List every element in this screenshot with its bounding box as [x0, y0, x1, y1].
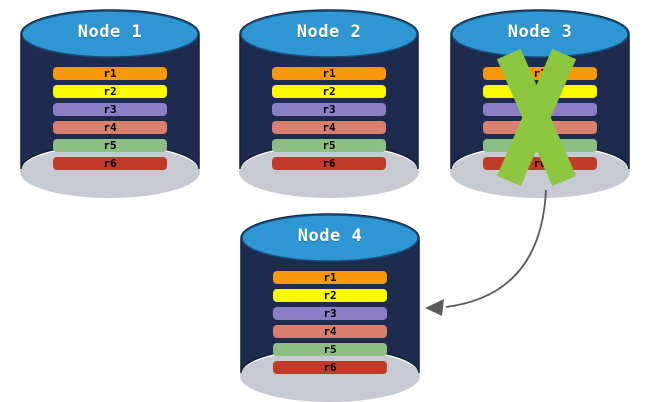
- replica-row: r1: [273, 271, 387, 284]
- replica-row: r3: [273, 307, 387, 320]
- replica-row: r6: [53, 157, 167, 170]
- replica-row: r1: [272, 67, 386, 80]
- replica-row: r3: [53, 103, 167, 116]
- node-4-cylinder: Node 4 r1 r2 r3 r4 r5 r6: [240, 210, 420, 402]
- node-label: Node 1: [77, 22, 143, 42]
- node-label: Node 2: [296, 22, 362, 42]
- node-label: Node 4: [297, 226, 363, 246]
- replica-row: r5: [272, 139, 386, 152]
- replica-row: r2: [273, 289, 387, 302]
- replica-row: r4: [272, 121, 386, 134]
- replica-row: r3: [272, 103, 386, 116]
- replica-row: r2: [272, 85, 386, 98]
- replica-row: r2: [53, 85, 167, 98]
- replica-rows: r1 r2 r3 r4 r5 r6: [20, 6, 200, 202]
- replica-row: r5: [53, 139, 167, 152]
- arrowhead-icon: [425, 299, 444, 316]
- replica-rows: r1 r2 r3 r4 r5 r6: [240, 210, 420, 402]
- replica-row: r4: [273, 325, 387, 338]
- replica-row: r5: [273, 343, 387, 356]
- replica-row: r1: [53, 67, 167, 80]
- failure-x-icon: [496, 48, 577, 187]
- replica-row: r6: [273, 361, 387, 374]
- node-2-cylinder: Node 2 r1 r2 r3 r4 r5 r6: [239, 6, 419, 202]
- node-label: Node 3: [507, 22, 573, 42]
- replica-rows: r1 r2 r3 r4 r5 r6: [239, 6, 419, 202]
- replica-row: r6: [272, 157, 386, 170]
- replica-row: r4: [53, 121, 167, 134]
- node-1-cylinder: Node 1 r1 r2 r3 r4 r5 r6: [20, 6, 200, 202]
